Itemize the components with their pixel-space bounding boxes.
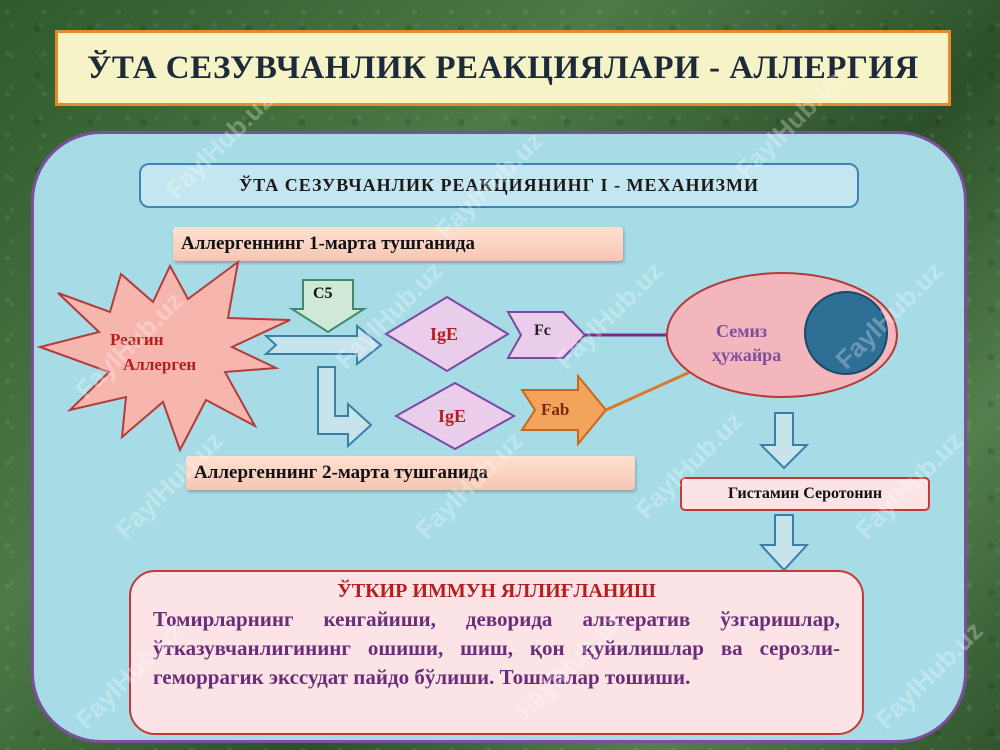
ige-top-diamond xyxy=(384,295,510,373)
c5-label: C5 xyxy=(313,285,333,302)
mediators-box: Гистамин Серотонин xyxy=(680,477,930,511)
first-exposure-label: Аллергеннинг 1-марта тушганида xyxy=(173,227,623,261)
second-exposure-label: Аллергеннинг 2-марта тушганида xyxy=(186,456,635,490)
ige-top-label: IgE xyxy=(430,324,459,344)
result-description: Томирларнинг кенгайиши, деворида альтера… xyxy=(153,607,840,689)
arrow-to-ige-top xyxy=(263,323,383,367)
fc-label: Fc xyxy=(534,322,551,339)
fab-to-cell-line xyxy=(605,370,691,412)
allergen-label: Аллерген xyxy=(123,355,197,374)
result-title: ЎТКИР ИММУН ЯЛЛИҒЛАНИШ xyxy=(337,580,656,602)
arrow-to-mediators xyxy=(758,412,810,470)
mast-cell-label-line1: Семиз xyxy=(716,321,768,341)
c5-callout-shape xyxy=(288,279,368,334)
mast-cell-label-line2: ҳужайра xyxy=(712,345,782,365)
fab-label: Fab xyxy=(541,400,570,419)
allergen-star-shape xyxy=(36,259,291,453)
mast-cell-nucleus xyxy=(804,291,888,375)
fab-arrow xyxy=(520,373,608,447)
arrow-to-result xyxy=(758,514,810,572)
ige-bottom-diamond xyxy=(393,381,517,451)
acute-inflammation-box: ЎТКИР ИММУН ЯЛЛИҒЛАНИШ Томирларнинг кенг… xyxy=(129,570,864,735)
ige-bottom-label: IgE xyxy=(438,406,467,426)
arrow-to-ige-bottom xyxy=(317,366,373,449)
mechanism-subtitle: ЎТА СЕЗУВЧАНЛИК РЕАКЦИЯНИНГ I - МЕХАНИЗМ… xyxy=(139,163,859,208)
reagin-label: Реагин xyxy=(110,330,164,349)
fc-pentagon xyxy=(506,311,587,359)
slide-title: ЎТА СЕЗУВЧАНЛИК РЕАКЦИЯЛАРИ - АЛЛЕРГИЯ xyxy=(55,30,951,106)
